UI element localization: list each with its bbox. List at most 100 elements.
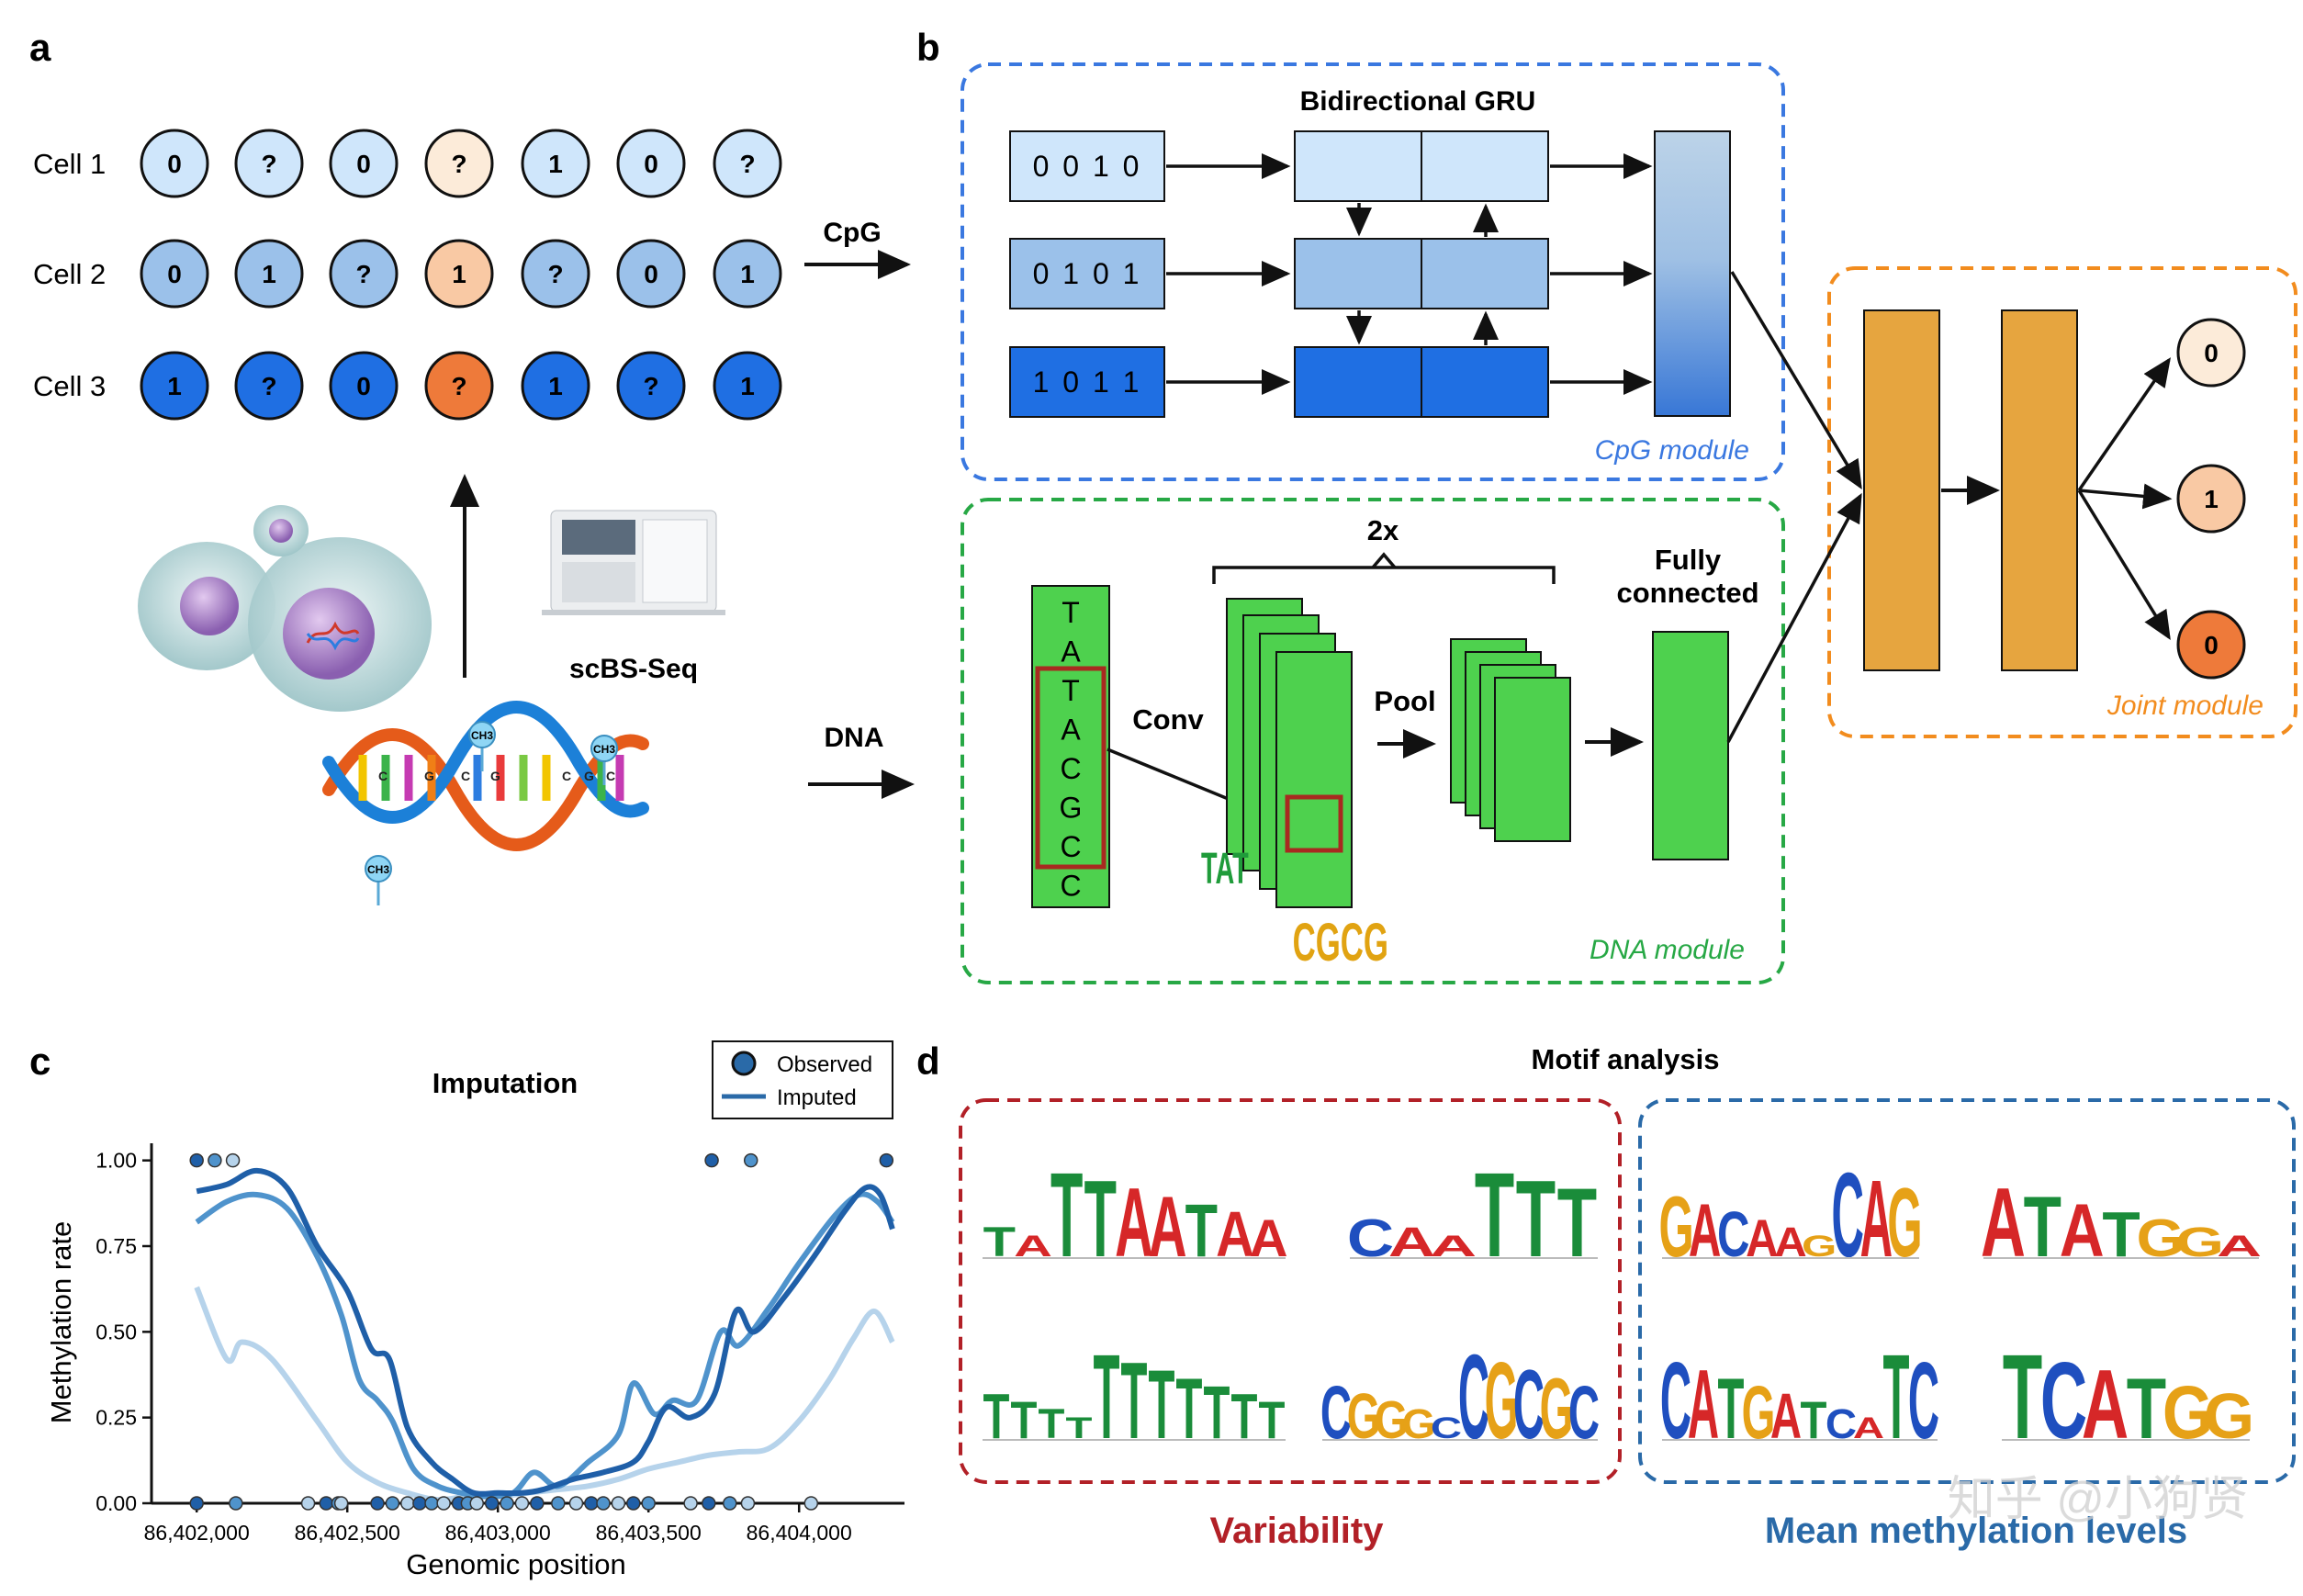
legend-observed-marker xyxy=(731,1051,757,1076)
x-tick-label: 86,403,000 xyxy=(445,1521,551,1545)
output-arrow xyxy=(2077,489,2171,640)
motif-letter: A xyxy=(1115,1168,1153,1277)
variability-label: Variability xyxy=(1210,1511,1385,1551)
dna-base-letter: C xyxy=(562,769,571,783)
dna-module-box xyxy=(961,498,1785,984)
imputed-line xyxy=(196,1167,895,1497)
motif-letter: G xyxy=(2163,1371,2213,1455)
methyl-group-icon xyxy=(468,721,496,748)
methylation-state-circle xyxy=(521,129,590,198)
motif-letter: T xyxy=(1231,1380,1258,1452)
methylation-state-circle xyxy=(424,129,494,198)
methylation-state-value: 0 xyxy=(356,150,371,178)
gru-output-bar xyxy=(1654,130,1731,417)
methylation-state-circle xyxy=(713,351,782,421)
motif-letter: C xyxy=(1831,1147,1863,1282)
repeat-label: 2x xyxy=(1367,514,1399,546)
y-tick-label: 0.00 xyxy=(95,1491,137,1515)
methylation-state-circle xyxy=(234,351,304,421)
motif-letter: C xyxy=(1513,1350,1545,1459)
methylation-state-circle xyxy=(329,239,399,309)
conv-feature-maps xyxy=(1226,598,1353,908)
dna-base-letter: C xyxy=(606,769,615,783)
observed-point xyxy=(702,1496,716,1511)
x-axis-title: Genomic position xyxy=(406,1548,626,1580)
dna-base-letter: G xyxy=(584,769,594,783)
cpg-input-box xyxy=(1009,238,1165,309)
joint-block-1 xyxy=(1863,309,1940,671)
methylation-state-value: ? xyxy=(451,150,466,178)
fc-label-2: connected xyxy=(1616,577,1758,609)
methylation-state-value: ? xyxy=(739,150,755,178)
conv-filter-window xyxy=(1285,794,1343,853)
motif-letter: T xyxy=(1011,1391,1038,1450)
motif-letter: G xyxy=(1802,1229,1837,1263)
pool-motif-logo: CGCG xyxy=(1293,914,1388,972)
output-node-value: 0 xyxy=(2204,631,2219,659)
x-tick-label: 86,402,000 xyxy=(144,1521,250,1545)
methylation-state-circle xyxy=(234,239,304,309)
motif-letter: T xyxy=(1718,1360,1745,1456)
methylation-state-value: 0 xyxy=(167,150,182,178)
observed-point xyxy=(879,1152,894,1168)
sequencer-icon xyxy=(542,510,725,615)
motif-letter: T xyxy=(1094,1330,1120,1464)
motif-letter: G xyxy=(2204,1380,2254,1452)
dna-sequence-letter: T xyxy=(1062,674,1080,707)
motif-letter: T xyxy=(2024,1179,2061,1275)
motif-letter: T xyxy=(1050,1148,1083,1282)
gru-units xyxy=(1294,130,1653,418)
methylation-state-circle xyxy=(329,351,399,421)
y-tick-label: 1.00 xyxy=(95,1149,137,1173)
output-node xyxy=(2176,318,2246,388)
motif-letter: C xyxy=(1458,1330,1489,1464)
dna-base-letter: G xyxy=(490,769,500,783)
panel-label-c: c xyxy=(29,1040,51,1083)
motif-title: Motif analysis xyxy=(1532,1043,1720,1075)
arrow-dna: DNA xyxy=(808,723,915,799)
cpg-input-text: 0 1 0 1 xyxy=(1033,257,1142,290)
observed-point xyxy=(740,1496,756,1511)
cpg-input-text: 0 0 1 0 xyxy=(1033,150,1142,183)
cpg-inputs: 0 0 1 00 1 0 11 0 1 1 xyxy=(1009,130,1291,418)
arrow-cpg: CpG xyxy=(804,218,911,279)
gru-to-joint-arrow xyxy=(1730,271,1862,490)
motif-letter: T xyxy=(1801,1391,1827,1450)
dna-sequence-letter: T xyxy=(1062,596,1080,629)
x-tick-label: 86,403,500 xyxy=(596,1521,702,1545)
methylation-state-value: ? xyxy=(643,372,658,400)
methylation-state-circle xyxy=(713,239,782,309)
observed-point xyxy=(568,1496,584,1511)
observed-point xyxy=(189,1152,204,1168)
scbs-label: scBS-Seq xyxy=(569,654,698,684)
motif-letter: A xyxy=(1149,1177,1187,1275)
observed-point xyxy=(723,1496,737,1511)
joint-block-2 xyxy=(2001,309,2078,671)
output-nodes: 010 xyxy=(2077,318,2246,680)
methylation-state-circle xyxy=(234,129,304,198)
methylation-state-circle xyxy=(329,129,399,198)
x-tick-label: 86,404,000 xyxy=(747,1521,852,1545)
methyl-group-label: CH3 xyxy=(593,743,615,756)
output-node xyxy=(2176,464,2246,534)
motif-letter: A xyxy=(1014,1229,1052,1263)
motif-letter: C xyxy=(2040,1340,2087,1461)
motif-letter: A xyxy=(2082,1351,2129,1460)
methylation-state-circle xyxy=(140,239,209,309)
y-axis-title: Methylation rate xyxy=(45,1221,77,1424)
motif-letter: T xyxy=(1883,1330,1910,1464)
methyl-group-label: CH3 xyxy=(471,729,493,742)
dna-sequence-letter: A xyxy=(1061,714,1081,747)
y-tick-label: 0.50 xyxy=(95,1320,137,1343)
observed-point xyxy=(803,1496,819,1511)
observed-point xyxy=(500,1496,514,1511)
observed-point xyxy=(704,1152,719,1168)
motif-letter: T xyxy=(1516,1158,1556,1279)
cpg-input-box xyxy=(1009,346,1165,418)
motif-letter: A xyxy=(1430,1229,1477,1263)
motif-letter: T xyxy=(983,1380,1010,1452)
observed-point xyxy=(484,1496,500,1511)
